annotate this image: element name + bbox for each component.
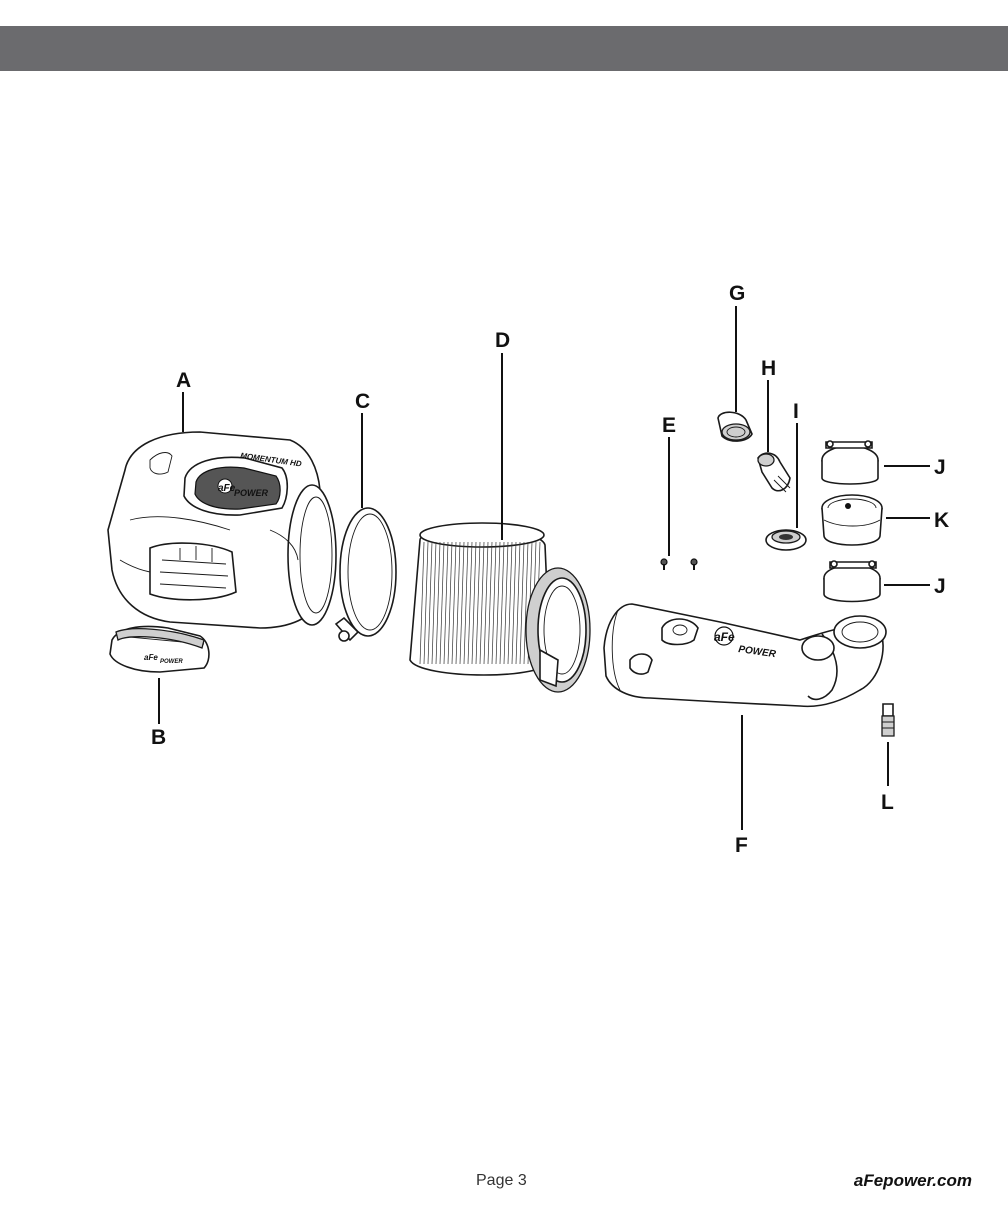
callout-l: L — [881, 791, 894, 814]
part-d-air-filter — [409, 522, 591, 693]
callout-g: G — [729, 282, 745, 305]
callout-k: K — [934, 509, 949, 532]
part-c-band-clamp — [334, 507, 397, 642]
callout-e: E — [662, 414, 676, 437]
callout-b: B — [151, 726, 166, 749]
callout-j-bottom: J — [934, 575, 946, 598]
housing-logo-brand: aFe — [218, 483, 236, 494]
callout-i: I — [793, 400, 799, 423]
part-j-clamp-bottom — [823, 560, 881, 603]
part-a-intake-housing: aFe POWER MOMENTUM HD — [107, 431, 337, 629]
part-b-logo-cap: aFe POWER — [109, 625, 210, 673]
part-i-grommet — [765, 529, 807, 551]
callout-a: A — [176, 369, 191, 392]
screw-right — [690, 558, 698, 570]
part-k-coupler-sleeve — [821, 494, 883, 546]
callout-h: H — [761, 357, 776, 380]
callout-labels: A B C D E F G H I J K J L — [151, 282, 949, 857]
page-number: Page 3 — [476, 1172, 527, 1189]
part-j-clamp-top — [821, 440, 879, 485]
tube-logo-power: POWER — [738, 644, 778, 660]
part-g-coupler — [717, 411, 753, 442]
tube-logo-brand: aFe — [714, 630, 735, 644]
part-h-fitting — [757, 452, 791, 493]
part-f-intake-tube: aFe POWER — [603, 603, 887, 708]
screw-left — [660, 558, 668, 570]
callout-d: D — [495, 329, 510, 352]
website-link[interactable]: aFepower.com — [853, 1171, 972, 1190]
filter-pleats — [419, 541, 541, 665]
part-e-screws — [660, 558, 698, 570]
leader-lines — [158, 306, 930, 830]
housing-logo-power: POWER — [234, 488, 269, 498]
callout-f: F — [735, 834, 748, 857]
cap-logo-power: POWER — [160, 659, 183, 665]
callout-j-top: J — [934, 456, 946, 479]
cap-logo-brand: aFe — [144, 653, 158, 662]
callout-c: C — [355, 390, 370, 413]
part-l-stud — [881, 703, 895, 737]
header-bar — [0, 26, 1008, 71]
